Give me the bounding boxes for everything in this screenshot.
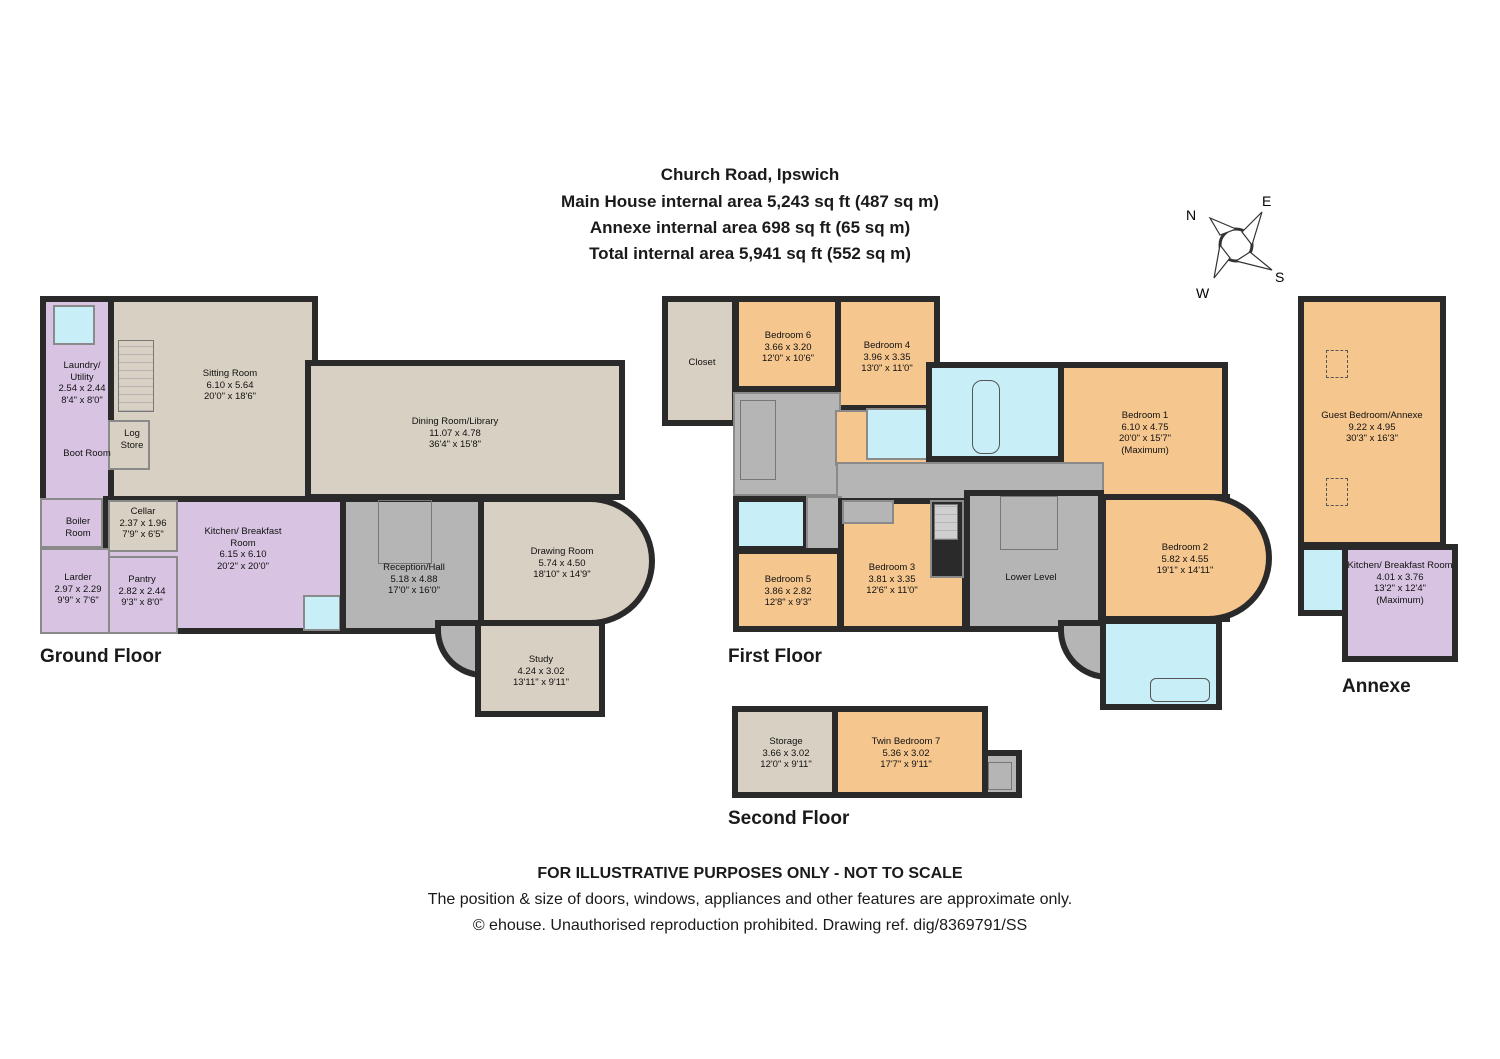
- boiler-room: [40, 498, 103, 548]
- first-floor-label: First Floor: [728, 646, 822, 667]
- compass-w-label: W: [1196, 285, 1210, 300]
- closet-label: Closet: [688, 357, 716, 368]
- copyright-notice: © ehouse. Unauthorised reproduction proh…: [472, 917, 1028, 934]
- bathroom-bed5: [733, 496, 809, 552]
- annexe-shower-room: [1298, 544, 1348, 616]
- main-house-area: Main House internal area 5,243 sq ft (48…: [561, 192, 939, 211]
- pantry: [108, 556, 178, 634]
- ground-back-stairs: [118, 340, 154, 412]
- cellar-overlay: [108, 500, 178, 552]
- annexe-label: Annexe: [1342, 676, 1411, 697]
- guest-bedroom-annexe: [1298, 296, 1446, 548]
- larder: [40, 548, 110, 634]
- annexe-kitchen: [1342, 544, 1458, 662]
- ensuite-bed4: [866, 408, 930, 460]
- bed3-lobby: [842, 500, 894, 524]
- landing-link: [806, 496, 842, 552]
- twin-bedroom-7: [832, 706, 988, 798]
- bed3-stairs: [934, 504, 958, 540]
- compass-s-label: S: [1275, 269, 1284, 285]
- compass-n-label: N: [1186, 207, 1196, 223]
- main-stairs-ground: [378, 500, 432, 564]
- second-floor-label: Second Floor: [728, 808, 850, 829]
- annexe-area: Annexe internal area 698 sq ft (65 sq m): [589, 218, 911, 237]
- second-floor-stairs: [988, 762, 1012, 790]
- boiler-room-label: Boiler Room: [65, 516, 91, 539]
- first-floor-stairs-west: [740, 400, 776, 480]
- compass-icon: N E S W: [1186, 193, 1284, 300]
- approximation-note: The position & size of doors, windows, a…: [427, 891, 1073, 908]
- rooflight-1: [1326, 350, 1348, 378]
- bedroom-4: [835, 296, 940, 411]
- lower-level-stairs: [1000, 496, 1058, 550]
- ground-floor-label: Ground Floor: [40, 646, 162, 667]
- corridor-west: [95, 305, 109, 425]
- log-store-label: Log Store: [120, 428, 144, 451]
- wc-ground: [53, 305, 95, 345]
- plan-title: Church Road, Ipswich: [660, 165, 840, 184]
- ensuite-bed2-bath: [1150, 678, 1210, 702]
- compass-e-label: E: [1262, 193, 1271, 209]
- boot-room-label: Boot Room: [63, 448, 111, 459]
- freestanding-bath: [972, 380, 1000, 454]
- total-area: Total internal area 5,941 sq ft (552 sq …: [589, 244, 911, 263]
- disclaimer: FOR ILLUSTRATIVE PURPOSES ONLY - NOT TO …: [537, 865, 963, 882]
- log-store: [108, 420, 150, 470]
- rooflight-2: [1326, 478, 1348, 506]
- lower-level-label: Lower Level: [1005, 572, 1057, 583]
- wc-kitchen: [303, 595, 341, 631]
- study: [475, 620, 605, 717]
